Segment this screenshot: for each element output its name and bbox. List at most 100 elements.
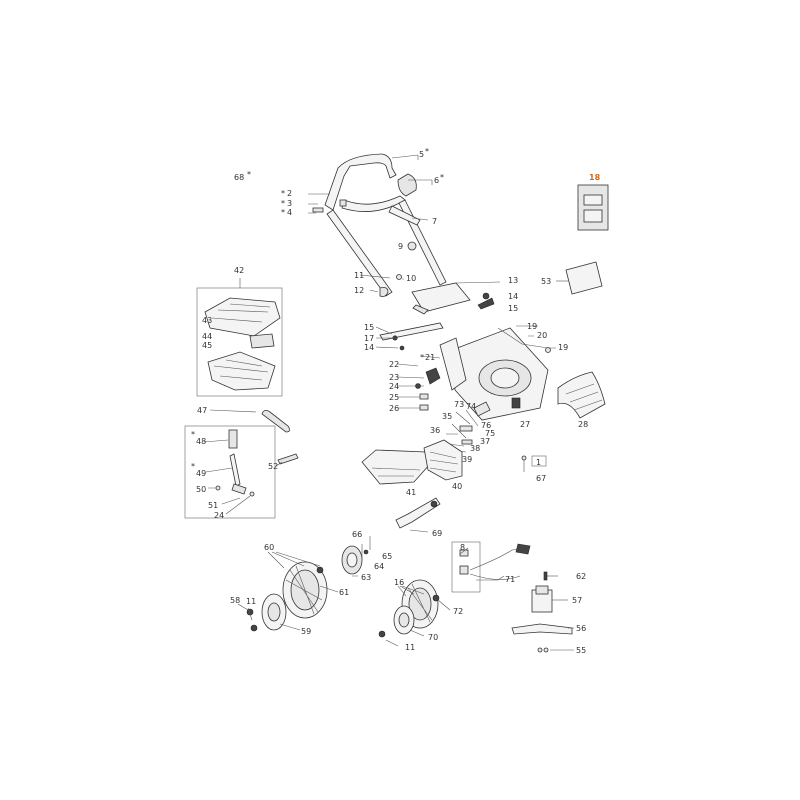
rear-flap xyxy=(556,261,603,295)
front-guard xyxy=(423,439,463,481)
label-39: 39 xyxy=(462,455,472,464)
label-7: 7 xyxy=(432,217,437,226)
label-6: 6 xyxy=(434,176,439,185)
label-6-star: * xyxy=(440,173,444,182)
label-3-star: * xyxy=(281,199,285,208)
label-40: 40 xyxy=(452,482,462,491)
label-75: 75 xyxy=(485,429,495,438)
label-35: 35 xyxy=(442,412,452,421)
label-26: 26 xyxy=(389,404,399,413)
callout-labels: 68 * 5 * 6 * * 2 * 3 * 4 7 9 18 11 10 12… xyxy=(191,147,601,655)
label-43: 43 xyxy=(202,316,212,325)
rear-axle-bracket xyxy=(395,497,441,533)
label-38: 38 xyxy=(470,444,480,453)
grass-collector xyxy=(196,278,283,397)
label-18: 18 xyxy=(589,173,601,182)
label-19: 19 xyxy=(527,322,537,331)
label-63: 63 xyxy=(361,573,371,582)
label-21-star: * xyxy=(420,353,424,362)
rear-wheel xyxy=(237,551,339,632)
handle-assembly xyxy=(308,153,447,297)
blade-brake-parts xyxy=(446,401,491,453)
label-36: 36 xyxy=(430,426,440,435)
label-57: 57 xyxy=(572,596,582,605)
label-68: 68 xyxy=(234,173,244,182)
rear-panel xyxy=(411,281,501,315)
label-48-star: * xyxy=(191,430,195,439)
label-2: 2 xyxy=(287,189,292,198)
label-5-star: * xyxy=(425,147,429,156)
label-14b: 14 xyxy=(364,343,374,352)
label-41: 41 xyxy=(406,488,416,497)
label-50: 50 xyxy=(196,485,206,494)
height-adjust-bracket xyxy=(375,322,444,351)
label-25: 25 xyxy=(389,393,399,402)
label-11c: 11 xyxy=(405,643,415,652)
label-12: 12 xyxy=(354,286,364,295)
front-wheel xyxy=(378,579,451,647)
label-59: 59 xyxy=(301,627,311,636)
label-1: 1 xyxy=(536,458,541,467)
label-11: 11 xyxy=(354,271,364,280)
control-parts xyxy=(184,425,299,519)
mulch-plug xyxy=(557,371,606,419)
label-9: 9 xyxy=(398,242,403,251)
label-14: 14 xyxy=(508,292,518,301)
label-5: 5 xyxy=(419,150,424,159)
decal-part-18 xyxy=(577,184,609,231)
label-72: 72 xyxy=(453,607,463,616)
label-60: 60 xyxy=(264,543,274,552)
label-47: 47 xyxy=(197,406,207,415)
label-69: 69 xyxy=(432,529,442,538)
label-17: 17 xyxy=(364,334,374,343)
label-67: 67 xyxy=(536,474,546,483)
label-62: 62 xyxy=(576,572,586,581)
label-37: 37 xyxy=(480,437,490,446)
label-56: 56 xyxy=(576,624,586,633)
label-22: 22 xyxy=(389,360,399,369)
label-4: 4 xyxy=(287,208,292,217)
label-61: 61 xyxy=(339,588,349,597)
label-4-star: * xyxy=(281,208,285,217)
label-19b: 19 xyxy=(558,343,568,352)
label-66: 66 xyxy=(352,530,362,539)
label-3: 3 xyxy=(287,199,292,208)
label-76: 76 xyxy=(481,421,491,430)
screw-1 xyxy=(521,455,547,472)
label-24b: 24 xyxy=(214,511,224,520)
label-2-star: * xyxy=(281,189,285,198)
label-27: 27 xyxy=(520,420,530,429)
label-49: 49 xyxy=(196,469,206,478)
label-15: 15 xyxy=(508,304,518,313)
label-21: 21 xyxy=(425,353,435,362)
label-15b: 15 xyxy=(364,323,374,332)
lever-parts xyxy=(397,355,441,411)
label-24: 24 xyxy=(389,382,399,391)
label-65: 65 xyxy=(382,552,392,561)
label-55: 55 xyxy=(576,646,586,655)
label-64: 64 xyxy=(374,562,384,571)
label-23: 23 xyxy=(389,373,399,382)
label-8b: 8 xyxy=(460,543,465,552)
drive-belt xyxy=(209,409,290,433)
label-49-star: * xyxy=(191,462,195,471)
label-73: 73 xyxy=(454,400,464,409)
label-11b: 11 xyxy=(246,597,256,606)
throttle-cable xyxy=(451,541,531,593)
label-71: 71 xyxy=(505,575,515,584)
label-53: 53 xyxy=(541,277,551,286)
rear-guard xyxy=(361,449,431,485)
label-48: 48 xyxy=(196,437,206,446)
label-42: 42 xyxy=(234,266,244,275)
label-68-star: * xyxy=(247,170,251,179)
label-52: 52 xyxy=(268,462,278,471)
label-45: 45 xyxy=(202,341,212,350)
label-74: 74 xyxy=(466,402,476,411)
label-20: 20 xyxy=(537,331,547,340)
label-28: 28 xyxy=(578,420,588,429)
label-51: 51 xyxy=(208,501,218,510)
mower-deck xyxy=(439,325,556,421)
label-10: 10 xyxy=(406,274,416,283)
